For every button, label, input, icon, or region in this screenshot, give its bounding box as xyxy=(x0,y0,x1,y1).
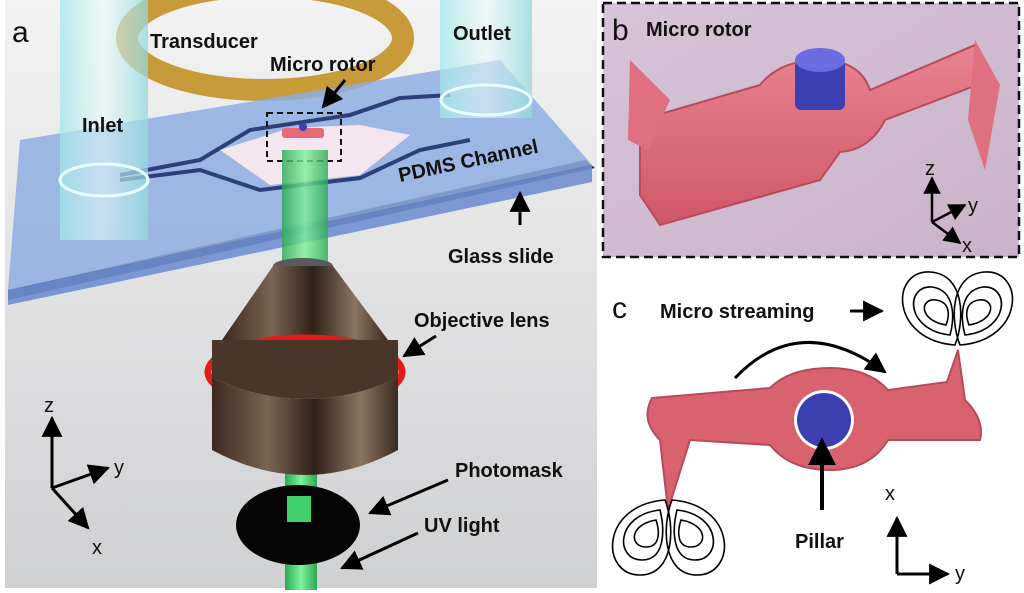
panel-a-axes: z y x xyxy=(41,395,124,559)
panel-c-letter: c xyxy=(612,292,627,325)
axis-z-label: z xyxy=(44,395,54,417)
pillar-label: Pillar xyxy=(795,531,844,553)
axis-y-label-b: y xyxy=(968,195,978,217)
streaming-vortex-top xyxy=(901,271,1014,346)
axis-x-label: x xyxy=(92,537,102,559)
micro-rotor-arrow xyxy=(321,79,347,109)
panel-c-axes: x y xyxy=(885,483,965,585)
rotation-arrow xyxy=(733,341,887,380)
pillar-3d xyxy=(795,60,845,110)
micro-rotor-label: Micro rotor xyxy=(270,54,376,76)
photomask-disk xyxy=(236,485,360,565)
micro-rotor-box xyxy=(266,112,342,162)
rotor-fin-left xyxy=(628,60,670,150)
panel-b-title: Micro rotor xyxy=(646,19,752,41)
objective-lens-body xyxy=(212,378,398,475)
objective-lens-top xyxy=(222,266,388,340)
outlet-tube xyxy=(440,0,532,118)
micro-streaming-label: Micro streaming xyxy=(660,301,814,323)
glass-slide-label: Glass slide xyxy=(448,246,554,268)
axis-x-label-b: x xyxy=(962,235,972,257)
uv-light-label: UV light xyxy=(424,515,500,537)
pillar-2d xyxy=(797,393,851,447)
axis-y-label: y xyxy=(114,457,124,479)
axis-y-label-c: y xyxy=(955,563,965,585)
micro-rotor-3d xyxy=(639,43,992,227)
streaming-vortex-bottom xyxy=(611,499,726,576)
panel-a: a Transducer Outlet Micro rotor Inlet PD… xyxy=(5,0,597,590)
photomask-arrow xyxy=(368,478,449,516)
axis-z-label-b: z xyxy=(925,158,935,180)
rotor-fin-right xyxy=(968,40,1000,170)
panel-a-letter: a xyxy=(12,16,29,49)
objective-lens-arrow xyxy=(402,334,437,358)
uv-light-arrow xyxy=(340,531,419,570)
panel-b-axes: z y x xyxy=(923,158,978,257)
outlet-label: Outlet xyxy=(453,23,511,45)
inlet-label: Inlet xyxy=(82,115,123,137)
inlet-tube xyxy=(60,0,148,240)
objective-lens-label: Objective lens xyxy=(414,310,550,332)
axis-x-label-c: x xyxy=(885,483,895,505)
micro-rotor-thumb xyxy=(282,128,324,138)
photomask-label: Photomask xyxy=(455,460,564,482)
transducer-label: Transducer xyxy=(150,31,258,53)
panel-b: b Micro rotor z y x xyxy=(601,1,1021,259)
panel-c: c Micro streaming Pillar xyxy=(603,262,1021,590)
panel-b-letter: b xyxy=(612,14,629,47)
